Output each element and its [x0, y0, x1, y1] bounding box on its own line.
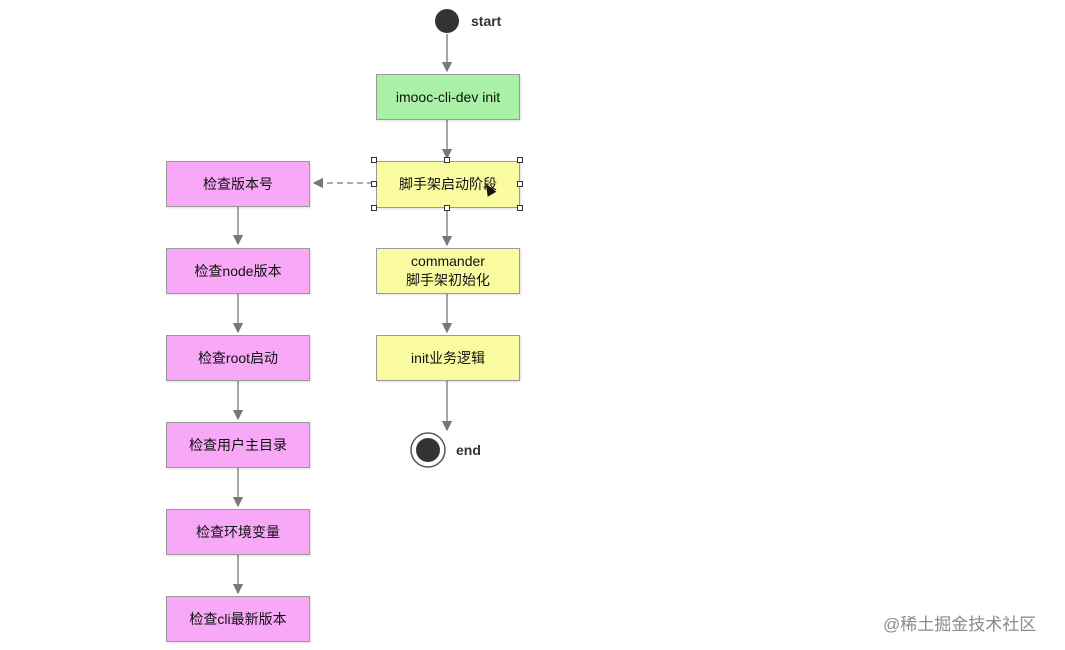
end-node [416, 438, 440, 462]
commander-label-line2: 脚手架初始化 [406, 272, 490, 288]
init-command-node[interactable]: imooc-cli-dev init [376, 74, 520, 120]
selection-handle-top-right[interactable] [517, 157, 523, 163]
selection-handle-bottom-right[interactable] [517, 205, 523, 211]
check-env-node[interactable]: 检查环境变量 [166, 509, 310, 555]
selection-handle-middle-left[interactable] [371, 181, 377, 187]
commander-node[interactable]: commander 脚手架初始化 [376, 248, 520, 294]
startup-phase-label: 脚手架启动阶段 [399, 176, 497, 192]
check-root-label: 检查root启动 [197, 349, 279, 366]
check-version-node[interactable]: 检查版本号 [166, 161, 310, 207]
end-label: end [456, 442, 481, 458]
check-cli-latest-node[interactable]: 检查cli最新版本 [166, 596, 310, 642]
business-logic-label: init业务逻辑 [411, 349, 485, 366]
selection-handle-bottom-left[interactable] [371, 205, 377, 211]
watermark-text: @稀土掘金技术社区 [883, 615, 1037, 634]
check-node-version-node[interactable]: 检查node版本 [166, 248, 310, 294]
check-root-node[interactable]: 检查root启动 [166, 335, 310, 381]
check-env-label: 检查环境变量 [196, 523, 280, 540]
commander-label-line1: commander [411, 253, 485, 269]
selection-handle-bottom-middle[interactable] [444, 205, 450, 211]
selection-handle-middle-right[interactable] [517, 181, 523, 187]
business-logic-node[interactable]: init业务逻辑 [376, 335, 520, 381]
check-cli-latest-label: 检查cli最新版本 [189, 610, 287, 627]
start-node [435, 9, 459, 33]
check-user-home-label: 检查用户主目录 [189, 436, 287, 453]
init-command-label: imooc-cli-dev init [395, 88, 501, 105]
check-user-home-node[interactable]: 检查用户主目录 [166, 422, 310, 468]
check-version-label: 检查版本号 [203, 175, 273, 192]
startup-phase-node[interactable]: 脚手架启动阶段 [376, 161, 520, 208]
check-node-version-label: 检查node版本 [194, 262, 282, 279]
selection-handle-top-middle[interactable] [444, 157, 450, 163]
start-label: start [471, 13, 502, 29]
selection-handle-top-left[interactable] [371, 157, 377, 163]
